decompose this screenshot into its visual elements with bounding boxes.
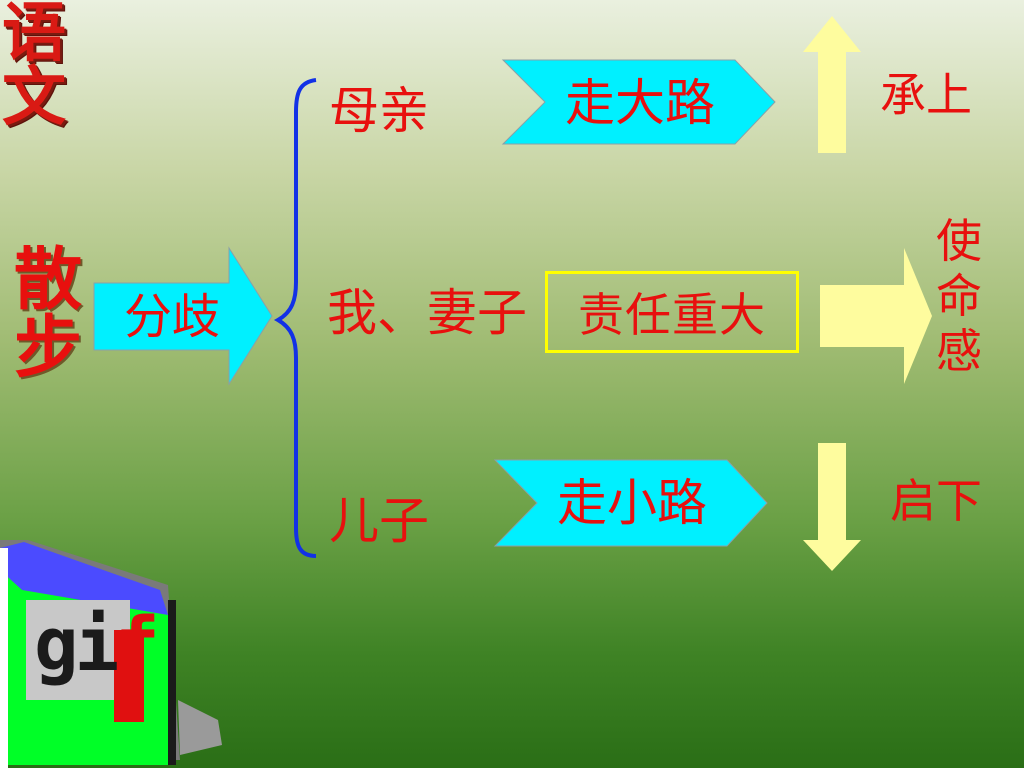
me-wife-label: 我、妻子 xyxy=(327,284,527,342)
responsibility-box: 责任重大 xyxy=(545,271,799,353)
gif-badge-icon xyxy=(0,540,222,768)
mission-char-2: 命 xyxy=(936,269,982,324)
mission-char-1: 使 xyxy=(936,214,982,268)
up-arrow-shape xyxy=(803,16,861,153)
branch-arrow-shape xyxy=(93,246,273,386)
gif-badge-text: gif xyxy=(34,602,160,688)
title-char-2: 文 xyxy=(2,60,66,135)
subject-title-vertical: 散 步 xyxy=(14,246,82,382)
mother-label: 母亲 xyxy=(329,82,429,140)
responsibility-label: 责任重大 xyxy=(578,288,766,342)
curly-brace xyxy=(273,78,317,558)
small-road-label: 走小路 xyxy=(557,474,707,532)
up-label: 承上 xyxy=(880,68,972,122)
right-arrow-shape xyxy=(820,248,932,384)
title-char-1: 语 xyxy=(2,0,66,71)
down-label: 启下 xyxy=(890,474,982,528)
mission-label: 使 命 感 xyxy=(936,214,982,380)
small-road-arrow-shape xyxy=(493,459,768,547)
slide-title-vertical: 语 文 xyxy=(2,2,66,130)
big-road-arrow-shape xyxy=(501,59,776,145)
subject-char-2: 步 xyxy=(14,308,83,388)
son-label: 儿子 xyxy=(329,492,429,550)
mission-char-3: 感 xyxy=(936,324,982,379)
big-road-label: 走大路 xyxy=(565,74,715,132)
subject-char-1: 散 xyxy=(14,240,83,320)
branch-arrow-label: 分歧 xyxy=(123,289,220,345)
down-arrow-shape xyxy=(803,443,861,571)
